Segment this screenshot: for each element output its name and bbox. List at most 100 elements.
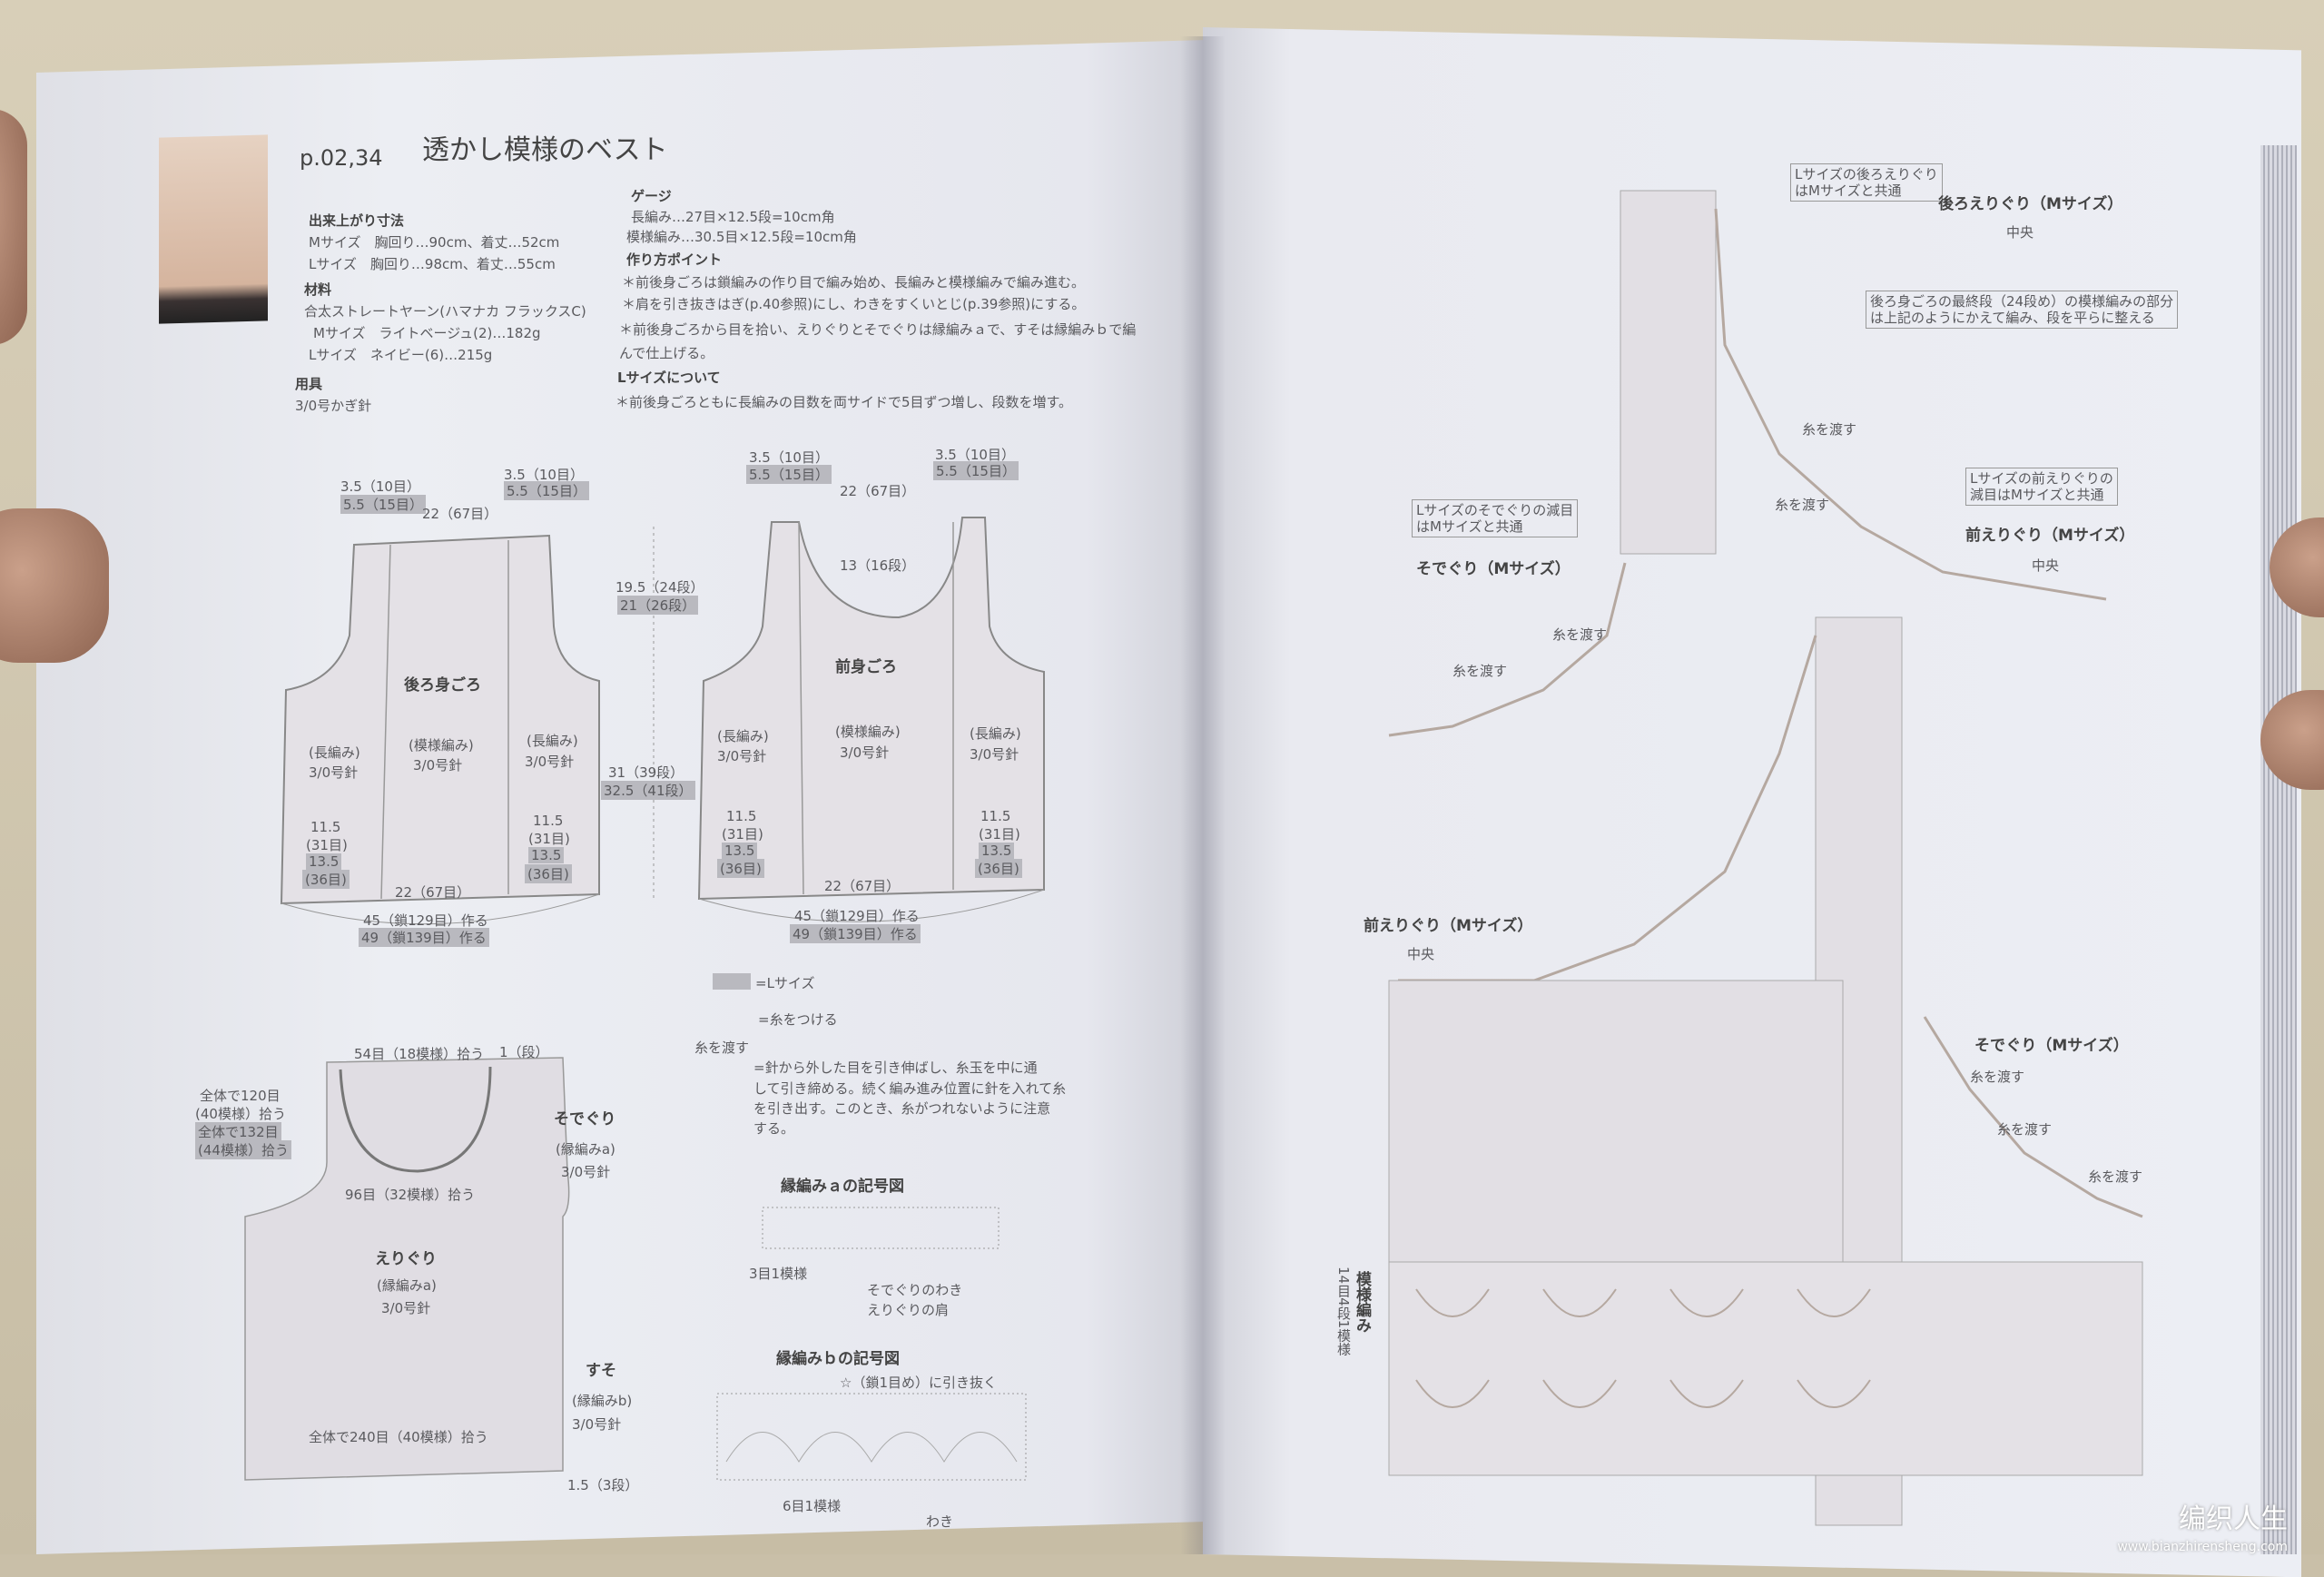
note-final-line2: は上記のようにかえて編み、段を平らに整える: [1870, 310, 2155, 326]
back-right-st: (長編み): [527, 733, 578, 749]
lsize-1: ＊前後身ごろともに長編みの目数を両サイドで5目ずつ増し、段数を増す。: [615, 394, 1073, 410]
front-shoulder-m: 3.5（10目）: [749, 449, 829, 466]
sleeve-label-top: そでぐり（Mサイズ）: [1416, 560, 1571, 578]
front-left-st: (長編み): [717, 728, 769, 744]
transfer-3: 糸を渡す: [1552, 626, 1608, 643]
chart-b-title: 縁編みｂの記号図: [776, 1350, 900, 1368]
back-bottom-mid: 22（67目）: [395, 884, 471, 901]
back-left-st: (長編み): [309, 744, 360, 761]
chart-a-note2: えりぐりの肩: [867, 1302, 950, 1318]
note-back-line2: はMサイズと共通: [1795, 182, 1902, 199]
front-body-shape: [697, 517, 1045, 901]
edging-top-rows: 1（段）: [499, 1044, 549, 1060]
howto-heading: 作り方ポイント: [626, 251, 723, 268]
transfer-2: 糸を渡す: [1775, 497, 1830, 513]
gauge-line1: 長編み…27目×12.5段=10cm角: [631, 209, 835, 225]
back-bottom-l: 49（鎖139目）作る: [359, 928, 489, 947]
back-side-m-rows: (31目): [306, 837, 348, 853]
chart-a-symbols: [762, 1207, 1000, 1249]
center-label: 中央: [2006, 224, 2034, 241]
legend-join: =糸をつける: [758, 1011, 838, 1028]
hem-pick: 全体で240目（40模様）拾う: [309, 1429, 488, 1445]
front-mid-hook: 3/0号針: [840, 744, 890, 761]
sleeve-hook: 3/0号針: [561, 1164, 611, 1180]
back-neck-grid: [1620, 190, 1717, 555]
back-side-l-rows: (36目): [302, 870, 350, 889]
back-mid-st: (模様編み): [409, 737, 474, 754]
chart-b-repeat: 6目1模様: [783, 1498, 842, 1514]
back-shoulder-l-r: 5.5（15目）: [504, 481, 589, 500]
front-left-hook: 3/0号針: [717, 748, 767, 764]
chart-b-side: わき: [926, 1513, 954, 1530]
size-heading: 出来上がり寸法: [309, 212, 405, 229]
note-back-line1: Lサイズの後ろえりぐり: [1795, 166, 1938, 182]
back-side-m-rows-r: (31目): [528, 831, 570, 847]
edging-total-m2: (40模様）拾う: [195, 1106, 286, 1122]
front-shoulder-m-r: 3.5（10目）: [935, 447, 1015, 463]
transfer-1: 糸を渡す: [1802, 421, 1857, 438]
neck-hook: 3/0号針: [381, 1300, 431, 1316]
hem-st: (縁編みb): [572, 1393, 633, 1409]
sleeve-label-bottom: そでぐり（Mサイズ）: [1974, 1037, 2129, 1055]
front-side-l-r: 13.5: [979, 843, 1015, 859]
edging-total-l: 全体で132目: [195, 1122, 281, 1141]
front-title: 前身ごろ: [835, 658, 897, 676]
body-l: 32.5（41段）: [601, 781, 695, 800]
howto-3b: んで仕上げる。: [619, 345, 714, 361]
back-shoulder-m: 3.5（10目）: [340, 478, 420, 495]
edging-shape: [244, 1057, 570, 1481]
legend-note1: =針から外した目を引き伸ばし、糸玉を中に通: [753, 1060, 1038, 1076]
tools-heading: 用具: [295, 376, 323, 392]
sleeve-st: (縁編みa): [556, 1141, 615, 1158]
front-bottom-m: 45（鎖129目）作る: [794, 908, 920, 924]
note-back-neck: Lサイズの後ろえりぐりはMサイズと共通: [1790, 163, 1943, 202]
front-right-st: (長編み): [970, 725, 1021, 742]
pattern-grid: [1388, 1261, 2143, 1476]
note-final-row: 後ろ身ごろの最終段（24段め）の模様編みの部分は上記のようにかえて編み、段を平ら…: [1866, 291, 2179, 329]
size-m: Mサイズ 胸回り…90cm、着丈…52cm: [309, 234, 560, 251]
book-spine: [1180, 36, 1226, 1554]
note-front-neck: Lサイズの前えりぐりの減目はMサイズと共通: [1965, 468, 2118, 506]
howto-3: ＊前後身ごろから目を拾い、えりぐりとそでぐりは縁編みａで、すそは縁編みｂで編: [619, 321, 1137, 338]
front-neck-label: 前えりぐり（Mサイズ）: [1364, 917, 1533, 935]
watermark-title: 编织人生: [2179, 1503, 2288, 1535]
front-shoulder-l: 5.5（15目）: [746, 465, 832, 484]
back-shoulder-m-r: 3.5（10目）: [504, 467, 584, 483]
hem-label: すそ: [586, 1362, 616, 1380]
neck-st: (縁編みa): [377, 1277, 437, 1294]
gauge-line2: 模様編み…30.5目×12.5段=10cm角: [626, 229, 857, 245]
legend-note2: して引き締める。続く編み進み位置に針を入れて糸: [753, 1080, 1067, 1097]
front-neck-depth: 13（16段）: [840, 557, 916, 574]
front-right-hook: 3/0号針: [970, 746, 1019, 763]
back-mid-hook: 3/0号針: [413, 757, 463, 774]
edging-total-m: 全体で120目: [200, 1088, 281, 1104]
armhole-l: 21（26段）: [617, 596, 699, 615]
chart-b-symbols: [716, 1393, 1027, 1481]
gauge-heading: ゲージ: [631, 188, 672, 204]
left-thumb: [0, 109, 27, 345]
howto-2: ＊肩を引き抜きはぎ(p.40参照)にし、わきをすくいとじ(p.39参照)にする。: [622, 296, 1086, 312]
hem-hook: 3/0号針: [572, 1416, 622, 1433]
note-front-line1: Lサイズの前えりぐりの: [1970, 470, 2113, 487]
front-side-m-rows: (31目): [722, 826, 763, 843]
page-edges: [2260, 145, 2297, 1554]
front-side-l: 13.5: [722, 843, 758, 859]
center-label-2: 中央: [2032, 557, 2060, 574]
back-side-m-r: 11.5: [533, 813, 564, 829]
front-bottom-mid: 22（67目）: [824, 878, 901, 894]
back-shoulder-l: 5.5（15目）: [340, 495, 426, 514]
left-hand: [0, 508, 109, 663]
front-side-l-rows-r: (36目): [975, 859, 1022, 878]
transfer-5: 糸を渡す: [1970, 1069, 2025, 1085]
note-final-line1: 後ろ身ごろの最終段（24段め）の模様編みの部分: [1870, 293, 2174, 310]
back-side-l: 13.5: [306, 853, 342, 870]
back-side-m: 11.5: [310, 819, 341, 835]
front-side-m-r: 11.5: [980, 808, 1011, 824]
page-title: 透かし模様のベスト: [422, 134, 668, 166]
legend-note4: する。: [753, 1120, 795, 1137]
l-size-swatch: [713, 973, 751, 990]
back-neck-width: 22（67目）: [422, 506, 498, 522]
chart-b-star: ☆（鎖1目め）に引き抜く: [840, 1375, 997, 1391]
yarn-l: Lサイズ ネイビー(6)…215g: [309, 347, 493, 363]
